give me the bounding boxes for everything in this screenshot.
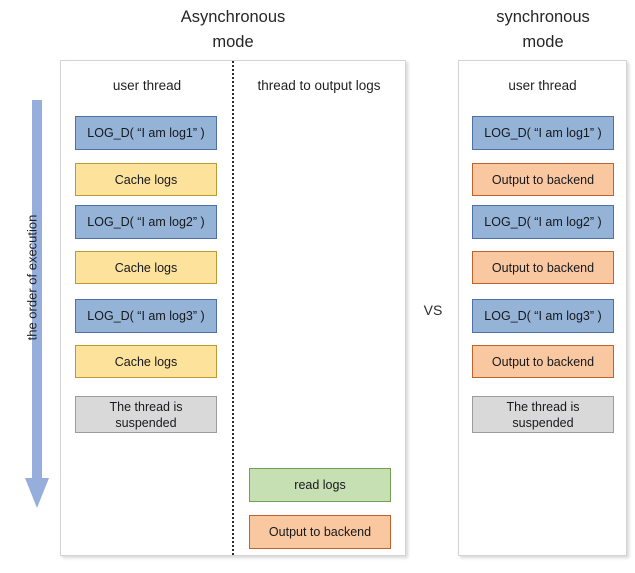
sync-user-thread-header: user thread bbox=[508, 78, 577, 93]
arrow-shaft-icon bbox=[32, 100, 42, 482]
vs-label: VS bbox=[423, 302, 443, 318]
async-user-thread-header: user thread bbox=[112, 78, 182, 93]
sync-step-output-3[interactable]: Output to backend bbox=[472, 345, 614, 378]
async-step-cache-3[interactable]: Cache logs bbox=[75, 345, 217, 378]
async-step-thread-suspended[interactable]: The thread is suspended bbox=[75, 396, 217, 433]
async-step-log1[interactable]: LOG_D( “I am log1” ) bbox=[75, 116, 217, 150]
sync-step-output-1[interactable]: Output to backend bbox=[472, 163, 614, 196]
async-step-cache-2[interactable]: Cache logs bbox=[75, 251, 217, 284]
async-step-log2[interactable]: LOG_D( “I am log2” ) bbox=[75, 205, 217, 239]
arrow-head-icon bbox=[25, 478, 49, 508]
async-step-cache-1[interactable]: Cache logs bbox=[75, 163, 217, 196]
async-step-output-to-backend[interactable]: Output to backend bbox=[249, 515, 391, 549]
sync-step-log3[interactable]: LOG_D( “I am log3” ) bbox=[472, 299, 614, 333]
sync-step-log1[interactable]: LOG_D( “I am log1” ) bbox=[472, 116, 614, 150]
sync-step-thread-suspended[interactable]: The thread is suspended bbox=[472, 396, 614, 433]
async-output-thread-header: thread to output logs bbox=[257, 78, 381, 93]
async-thread-divider bbox=[232, 61, 234, 555]
order-of-execution-label: the order of execution bbox=[24, 214, 40, 341]
order-of-execution-arrow: the order of execution bbox=[18, 100, 56, 515]
async-step-log3[interactable]: LOG_D( “I am log3” ) bbox=[75, 299, 217, 333]
sync-mode-title: synchronous mode bbox=[496, 8, 590, 51]
sync-step-output-2[interactable]: Output to backend bbox=[472, 251, 614, 284]
async-mode-title: Asynchronous mode bbox=[180, 8, 286, 51]
async-step-read-logs[interactable]: read logs bbox=[249, 468, 391, 502]
sync-step-log2[interactable]: LOG_D( “I am log2” ) bbox=[472, 205, 614, 239]
